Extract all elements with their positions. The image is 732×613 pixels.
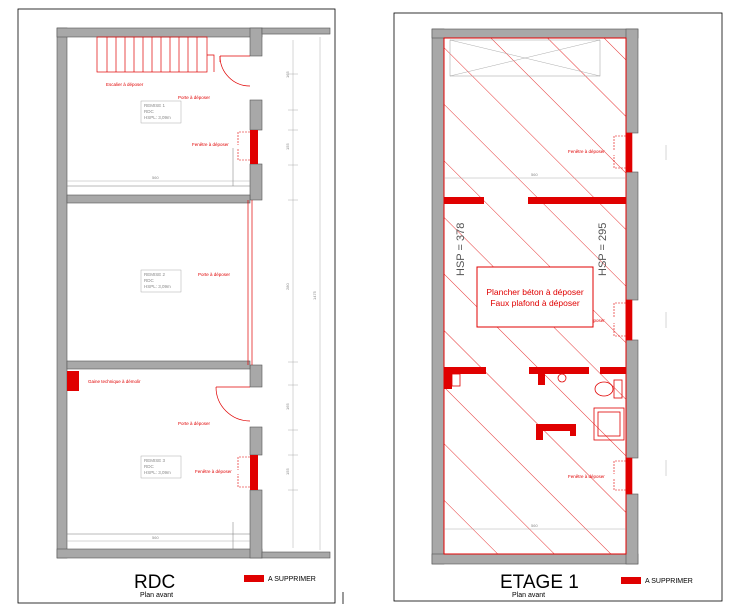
rdc-walls	[56, 27, 331, 559]
etage-stair-void	[449, 39, 601, 77]
rdc-dim-f: 155	[285, 468, 290, 475]
rdc-note-porte-top: Porte à déposer	[178, 95, 211, 100]
rdc-note-fenetre-1: Fenêtre à déposer	[192, 142, 229, 147]
rdc-plan: 165 155 280 165 155 1475 560 560	[17, 8, 344, 604]
etage-dim-top: 560	[531, 172, 538, 177]
etage-dim-bottom: 560	[531, 523, 538, 528]
etage-sheet-frame	[393, 12, 723, 602]
etage-subtitle: Plan avant	[512, 592, 545, 599]
rdc-dim-a: 165	[285, 71, 290, 78]
etage-walls	[431, 28, 639, 565]
etage-windows	[613, 132, 633, 495]
rdc-room-1: REMISE 1 RDC HSPL: 3,09m	[140, 100, 182, 124]
rdc-legend-swatch	[244, 575, 264, 582]
etage-note-box: Plancher béton à déposer Faux plafond à …	[476, 266, 594, 328]
rdc-room-3: REMISE 3 RDC HSPL: 3,09m	[140, 455, 182, 479]
rdc-note-escalier: Escalier à déposer	[106, 82, 144, 87]
rdc-doors	[215, 55, 253, 422]
etage-note-line1: Plancher béton à déposer	[486, 287, 584, 297]
rdc-legend-label: A SUPPRIMER	[268, 576, 316, 583]
etage-partitions	[444, 197, 626, 440]
rdc-dim-c: 280	[285, 283, 290, 290]
svg-text:HSPL: 3,09m: HSPL: 3,09m	[144, 284, 171, 289]
rdc-dim-total: 1475	[312, 290, 317, 300]
etage-title: ETAGE 1	[500, 572, 579, 593]
rdc-dim-b: 155	[285, 143, 290, 150]
rdc-note-porte-low: Porte à déposer	[178, 421, 211, 426]
etage-hsp-left: HSP = 378	[455, 223, 467, 276]
rdc-dim-bottom: 560	[152, 535, 159, 540]
rdc-note-porte-mid: Porte à déposer	[198, 272, 231, 277]
etage-legend-label: A SUPPRIMER	[645, 578, 693, 585]
etage-plan: 560 560	[393, 12, 723, 602]
rdc-dim-top: 560	[152, 175, 159, 180]
rdc-staircase	[96, 36, 215, 73]
etage-legend-swatch	[621, 577, 641, 584]
rdc-dimension-lines	[67, 37, 321, 550]
etage-hsp-right: HSP = 295	[597, 223, 609, 276]
svg-text:REMISE 3: REMISE 3	[144, 458, 166, 463]
etage-note-fenetre-1: Fenêtre à déposer	[568, 149, 605, 154]
etage-fixtures	[451, 373, 625, 441]
rdc-note-fenetre-2: Fenêtre à déposer	[195, 469, 232, 474]
svg-text:REMISE 1: REMISE 1	[144, 103, 166, 108]
rdc-windows	[237, 130, 258, 490]
rdc-dim-e: 165	[285, 403, 290, 410]
rdc-shaft-demolish	[67, 371, 79, 391]
etage-note-fenetre-3: Fenêtre à déposer	[568, 474, 605, 479]
rdc-subtitle: Plan avant	[140, 592, 173, 599]
svg-text:RDC: RDC	[144, 278, 154, 283]
svg-text:REMISE 2: REMISE 2	[144, 272, 166, 277]
rdc-room-2: REMISE 2 RDC HSPL: 3,09m	[140, 269, 182, 293]
svg-text:RDC: RDC	[144, 109, 154, 114]
rdc-sheet-frame	[17, 8, 336, 604]
svg-text:RDC: RDC	[144, 464, 154, 469]
rdc-title: RDC	[134, 572, 175, 593]
rdc-note-conduit: Gaine technique à démolir	[88, 379, 141, 384]
svg-text:HSPL: 3,09m: HSPL: 3,09m	[144, 470, 171, 475]
etage-note-line2: Faux plafond à déposer	[490, 298, 579, 308]
svg-text:HSPL: 3,09m: HSPL: 3,09m	[144, 115, 171, 120]
